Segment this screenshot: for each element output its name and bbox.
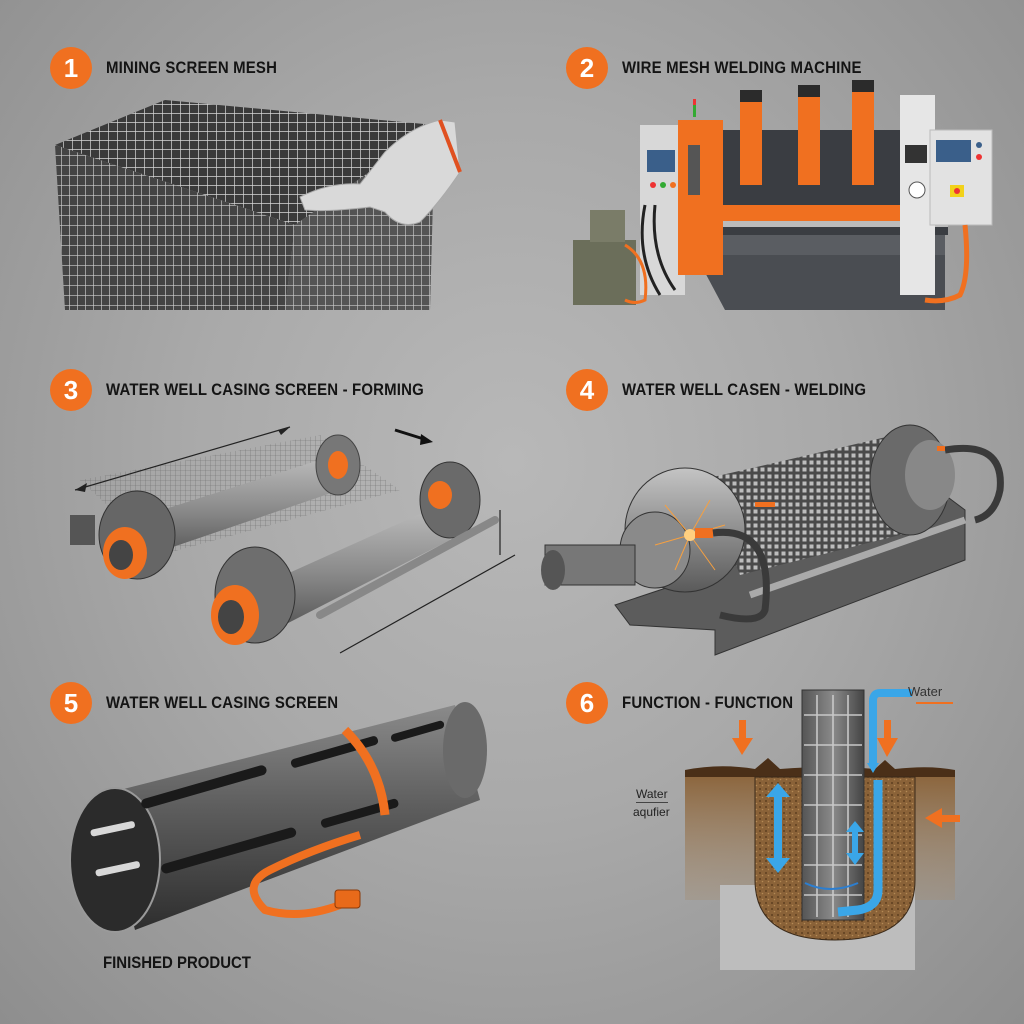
step-3-header: 3 WATER WELL CASING SCREEN - FORMING [50, 369, 467, 411]
water-label: Water [908, 684, 943, 699]
step-1-title: MINING SCREEN MESH [106, 58, 278, 77]
aquifer-label-bottom: aqufier [633, 805, 670, 819]
step-6-title: FUNCTION - FUNCTION [622, 693, 794, 712]
step-2-badge: 2 [566, 47, 608, 89]
step-3-title: WATER WELL CASING SCREEN - FORMING [106, 380, 424, 399]
step-4-header: 4 WATER WELL CASEN - WELDING [566, 369, 900, 411]
step-5-badge: 5 [50, 682, 92, 724]
slotted-pipe-illustration [69, 702, 487, 933]
step-2-header: 2 WIRE MESH WELDING MACHINE [566, 47, 894, 89]
screen-welding-rig-illustration [541, 424, 1004, 656]
step-3-badge: 3 [50, 369, 92, 411]
step-4-title: WATER WELL CASEN - WELDING [622, 380, 867, 399]
welding-machine-illustration [573, 80, 993, 310]
step-6-badge: 6 [566, 682, 608, 724]
finished-product-caption: FINISHED PRODUCT [103, 953, 251, 972]
step-6-header: 6 FUNCTION - FUNCTION [566, 682, 817, 724]
step-4-badge: 4 [566, 369, 608, 411]
step-5-header: 5 WATER WELL CASING SCREEN [50, 682, 370, 724]
well-cross-section-diagram [685, 689, 960, 970]
aquifer-label-top: Water [636, 787, 668, 803]
roller-forming-illustration [70, 426, 516, 654]
step-5-title: WATER WELL CASING SCREEN [106, 693, 339, 712]
step-1-badge: 1 [50, 47, 92, 89]
step-2-title: WIRE MESH WELDING MACHINE [622, 58, 862, 77]
step-1-header: 1 MINING SCREEN MESH [50, 47, 300, 89]
gloved-hand-icon [299, 119, 462, 225]
